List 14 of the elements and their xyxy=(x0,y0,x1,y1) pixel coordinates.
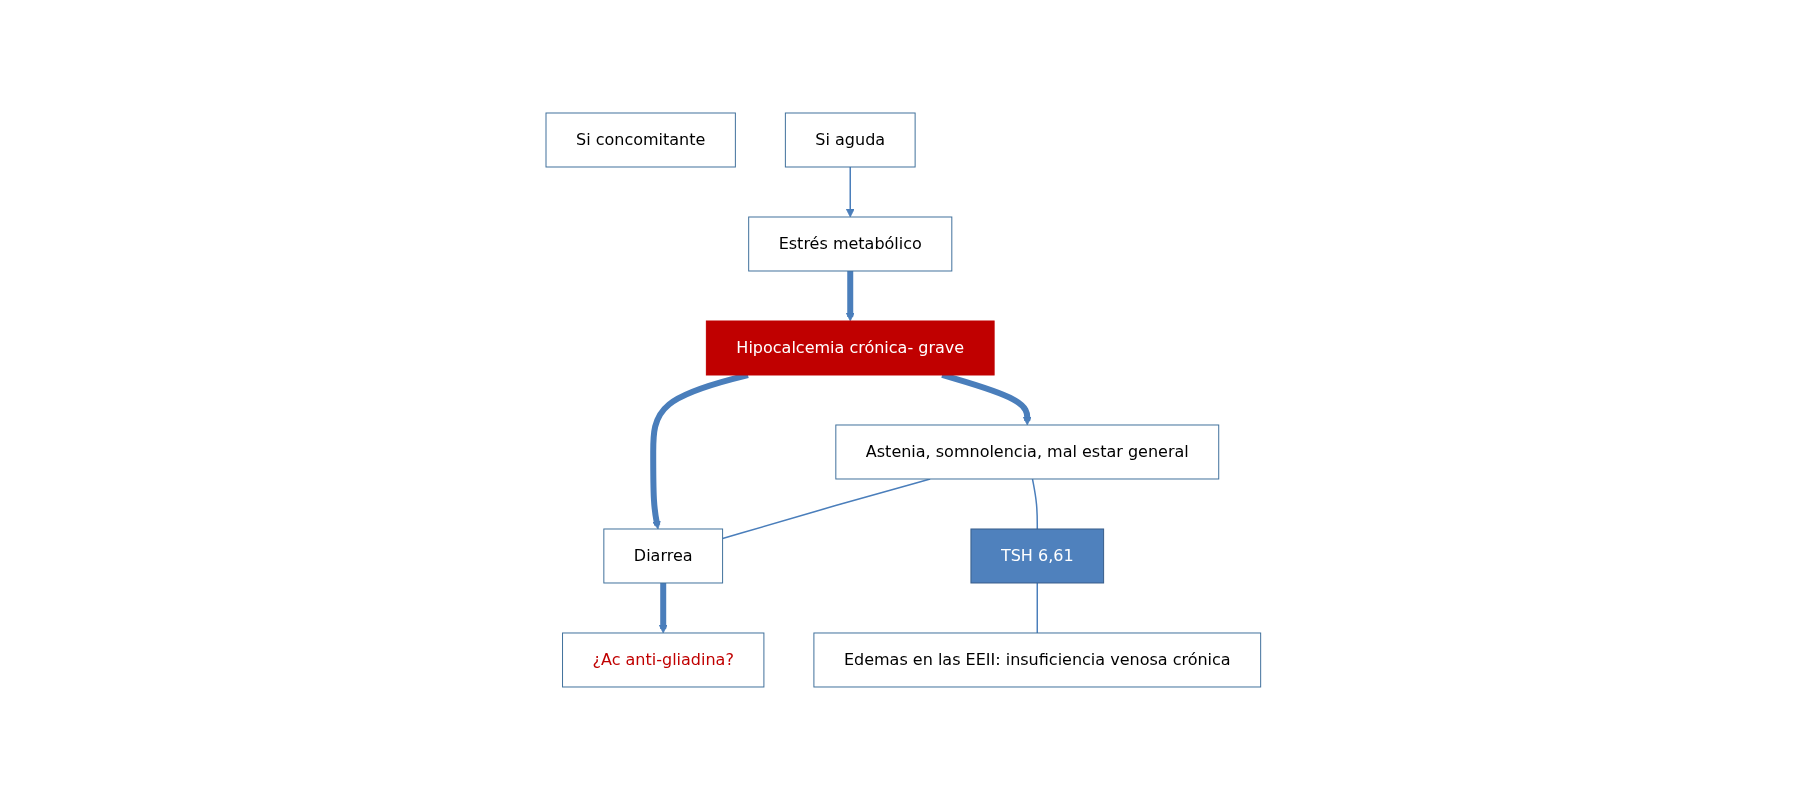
node-box: Si concomitante xyxy=(545,112,736,168)
node-box: Diarrea xyxy=(603,528,723,584)
connector xyxy=(1036,582,1038,634)
node-box: Si aguda xyxy=(784,112,916,168)
node-box: Edemas en las EEII: insuficiencia venosa crónica xyxy=(813,632,1261,688)
node-box: Astenia, somnolencia, mal estar general xyxy=(835,424,1219,480)
node-box: Estrés metabólico xyxy=(747,216,952,272)
connector xyxy=(1031,478,1038,530)
arrow xyxy=(845,166,855,218)
arrow xyxy=(658,583,668,634)
arrow xyxy=(845,271,855,322)
node-box: Hipocalcemia crónica- grave xyxy=(705,320,995,376)
node-box: ¿Ac anti-gliadina? xyxy=(561,632,765,688)
node-box: TSH 6,61 xyxy=(970,528,1104,584)
